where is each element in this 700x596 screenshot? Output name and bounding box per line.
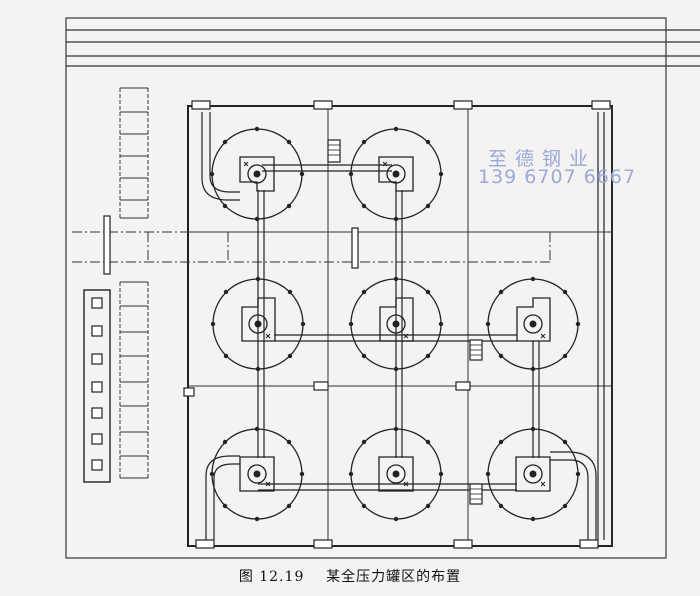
upper-equipment-ladder (119, 87, 149, 219)
pump-skid (83, 289, 111, 483)
lower-equipment-ladder (119, 281, 149, 479)
watermark-company: 至德钢业 (488, 148, 597, 170)
figure-number: 图 12.19 (238, 569, 305, 585)
watermark-phone: 139 6707 6667 (478, 166, 637, 188)
figure-caption: 图 12.19 某全压力罐区的布置 (0, 566, 700, 586)
road-post-left (103, 215, 111, 275)
curved-stairs (201, 112, 605, 540)
pump-units (91, 297, 103, 471)
figure-title: 某全压力罐区的布置 (326, 569, 462, 585)
stair-hatch (328, 144, 482, 500)
walkways (257, 164, 540, 491)
road-corridor (72, 231, 551, 263)
road-post-right (351, 227, 359, 269)
platform-marks (243, 161, 546, 487)
header-rules (66, 29, 700, 67)
drawing-frame (65, 17, 667, 559)
boundary-posts (183, 100, 611, 549)
